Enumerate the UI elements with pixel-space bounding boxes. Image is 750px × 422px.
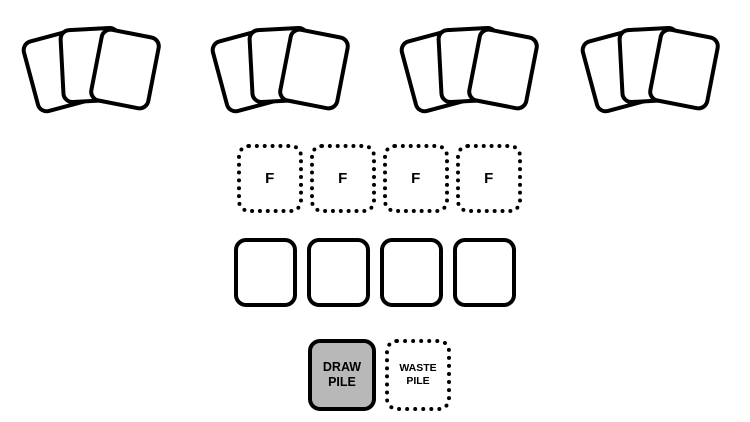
player-hand-2[interactable] (208, 22, 357, 117)
tableau-slot-1[interactable] (234, 238, 297, 307)
waste-pile-label-line1: WASTE (399, 361, 437, 374)
tableau-slot-2[interactable] (307, 238, 370, 307)
player-hand-3[interactable] (397, 22, 546, 117)
player-hand-1[interactable] (19, 22, 168, 117)
hand-card-back[interactable] (646, 25, 722, 113)
draw-pile-label-line2: PILE (328, 375, 356, 389)
foundation-slot-3[interactable]: F (383, 144, 449, 213)
foundation-label: F (411, 170, 421, 187)
foundation-slot-2[interactable]: F (310, 144, 376, 213)
foundation-slot-1[interactable]: F (237, 144, 303, 213)
tableau-slot-4[interactable] (453, 238, 516, 307)
hand-card-back[interactable] (465, 25, 541, 113)
draw-pile[interactable]: DRAW PILE (308, 339, 376, 411)
waste-pile[interactable]: WASTE PILE (385, 339, 451, 411)
tableau-slot-3[interactable] (380, 238, 443, 307)
foundation-label: F (484, 170, 494, 187)
hand-card-back[interactable] (87, 25, 163, 113)
foundation-label: F (265, 170, 275, 187)
waste-pile-label-line2: PILE (406, 375, 430, 387)
hand-card-back[interactable] (276, 25, 352, 113)
foundation-slot-4[interactable]: F (456, 144, 522, 213)
foundation-label: F (338, 170, 348, 187)
draw-pile-label-line1: DRAW (322, 360, 362, 375)
player-hand-4[interactable] (578, 22, 727, 117)
